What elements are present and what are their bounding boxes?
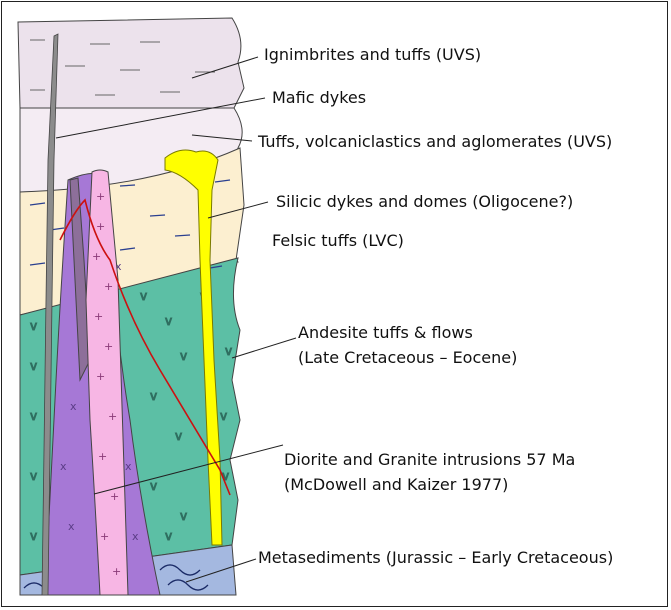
svg-text:+: + <box>104 280 113 293</box>
label-metasediments: Metasediments (Jurassic – Early Cretaceo… <box>258 546 613 570</box>
label-andesite-1: Andesite tuffs & flows <box>298 321 473 345</box>
label-felsic-tuffs: Felsic tuffs (LVC) <box>272 229 404 253</box>
label-andesite-2: (Late Cretaceous – Eocene) <box>298 346 517 370</box>
svg-text:v: v <box>225 344 232 358</box>
svg-text:v: v <box>140 289 147 303</box>
label-tuffs-volcaniclastics: Tuffs, volcaniclastics and aglomerates (… <box>258 130 612 154</box>
svg-text:+: + <box>112 565 121 578</box>
svg-text:+: + <box>108 410 117 423</box>
svg-text:v: v <box>165 314 172 328</box>
svg-text:v: v <box>180 509 187 523</box>
svg-text:+: + <box>96 220 105 233</box>
svg-text:v: v <box>220 409 227 423</box>
svg-text:+: + <box>98 450 107 463</box>
svg-text:v: v <box>165 529 172 543</box>
svg-text:v: v <box>150 389 157 403</box>
svg-text:+: + <box>104 340 113 353</box>
label-diorite-1: Diorite and Granite intrusions 57 Ma <box>284 448 575 472</box>
svg-text:+: + <box>92 250 101 263</box>
svg-text:v: v <box>30 319 37 333</box>
label-mafic-dykes: Mafic dykes <box>272 86 366 110</box>
svg-text:+: + <box>96 370 105 383</box>
svg-text:x: x <box>60 460 67 473</box>
svg-text:x: x <box>132 530 139 543</box>
svg-text:+: + <box>94 310 103 323</box>
svg-text:v: v <box>150 479 157 493</box>
svg-text:v: v <box>175 429 182 443</box>
svg-text:x: x <box>125 460 132 473</box>
label-ignimbrites: Ignimbrites and tuffs (UVS) <box>264 43 481 67</box>
svg-text:v: v <box>30 529 37 543</box>
svg-text:+: + <box>96 190 105 203</box>
label-diorite-2: (McDowell and Kaizer 1977) <box>284 473 508 497</box>
svg-text:v: v <box>30 359 37 373</box>
svg-text:x: x <box>70 400 77 413</box>
svg-text:v: v <box>30 409 37 423</box>
svg-text:+: + <box>110 490 119 503</box>
svg-text:v: v <box>180 349 187 363</box>
svg-text:x: x <box>68 520 75 533</box>
svg-text:v: v <box>30 469 37 483</box>
svg-text:+: + <box>100 530 109 543</box>
label-silicic-dykes: Silicic dykes and domes (Oligocene?) <box>276 190 573 214</box>
